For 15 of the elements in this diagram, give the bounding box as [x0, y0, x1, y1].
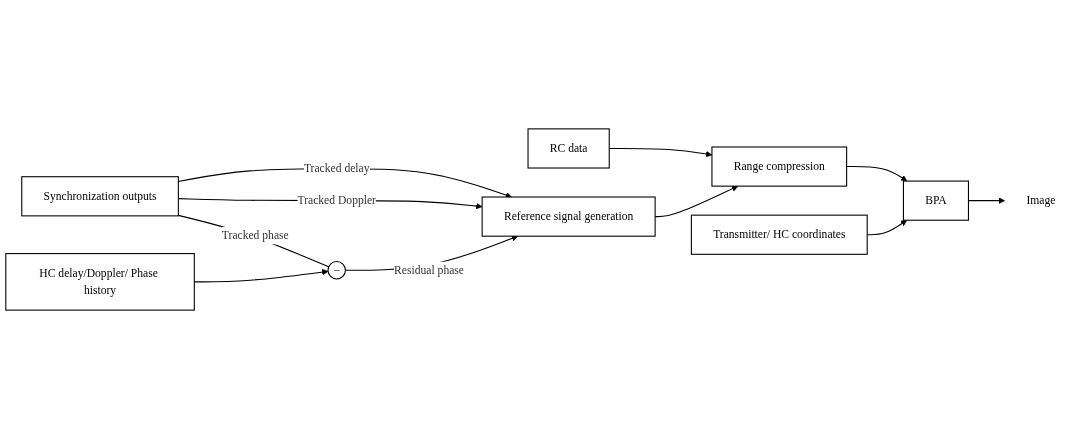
node-circle: − [327, 261, 346, 280]
node-box: Synchronization outputs [21, 176, 179, 217]
node-text: Image [1026, 194, 1056, 207]
node-box: RC data [527, 128, 610, 169]
edge-label: Residual phase [394, 263, 465, 277]
node-box: Range compression [711, 146, 848, 187]
edge-label: Tracked phase [221, 229, 289, 242]
connector [177, 214, 330, 268]
node-box: Transmitter/ HC coordinates [690, 214, 868, 255]
node-box: BPA [902, 180, 969, 221]
edge-label: Tracked Doppler [297, 194, 376, 207]
node-box: Reference signal generation [481, 196, 656, 237]
arrow [846, 166, 908, 182]
node-box: HC delay/Doppler/ Phase history [5, 253, 195, 311]
edge-label: Tracked delay [303, 162, 370, 175]
